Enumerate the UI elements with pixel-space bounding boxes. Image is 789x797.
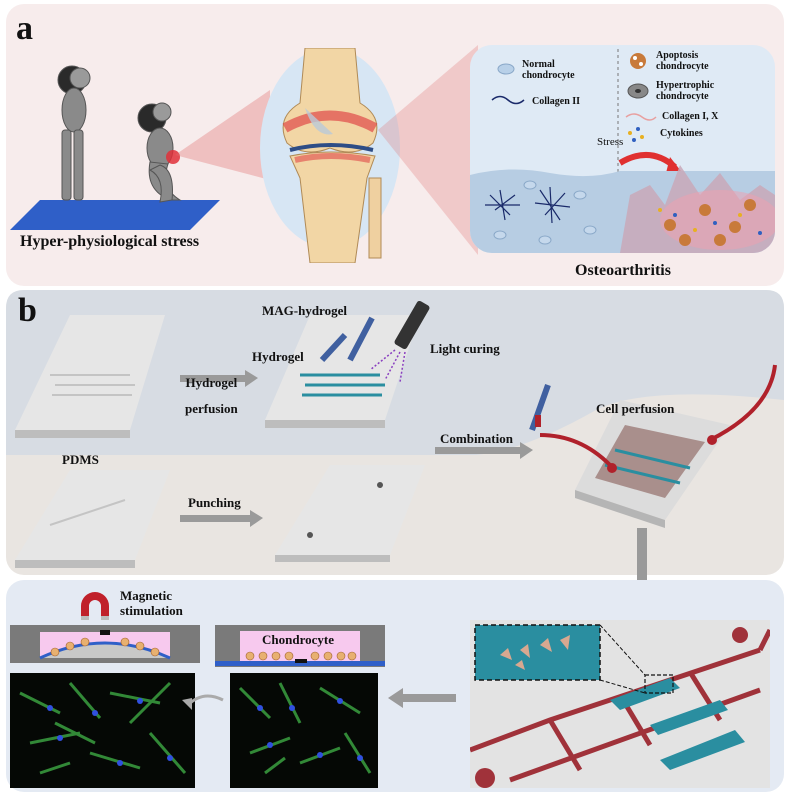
- chondrocyte-label: Chondrocyte: [262, 632, 334, 647]
- legend-cytokines: Cytokines: [660, 128, 703, 139]
- legend-hypertrophic-chondrocyte: Hypertrophic chondrocyte: [656, 80, 715, 102]
- curved-arrow: [182, 694, 224, 710]
- cartilage-detail-box: Normal chondrocyte Collagen II Apoptosis…: [470, 45, 775, 253]
- focus-beam-right: [378, 45, 478, 255]
- punched-pdms-plate: [275, 465, 425, 562]
- light-curing-label: Light curing: [430, 341, 500, 356]
- pdms-label: PDMS: [62, 452, 99, 467]
- meniscus: [289, 143, 374, 152]
- normal-chondrocyte-icon: [497, 63, 515, 75]
- panel-a-letter: a: [16, 10, 33, 47]
- squat-illustration: [10, 65, 220, 230]
- cell-perfusion-label: Cell perfusion: [596, 401, 675, 416]
- assembled-chip: [539, 364, 777, 528]
- syringe-icons: [319, 316, 551, 432]
- standing-figure: [57, 65, 91, 201]
- focus-beam-left: [175, 90, 270, 180]
- femur: [282, 48, 378, 153]
- legend-apoptosis-chondrocyte: Apoptosis chondrocyte: [656, 50, 709, 72]
- hydrogel-perfusion-label: Hydrogel perfusion: [185, 375, 238, 416]
- legend-collagen-ii: Collagen II: [532, 96, 581, 107]
- hydrogel-filled-chip: [265, 315, 420, 428]
- magnet-icon: [81, 592, 109, 620]
- pdms-channel-chip-blank: [15, 315, 165, 438]
- cytokines-icon: [628, 127, 644, 142]
- tibia: [289, 151, 376, 263]
- inflamed-tibia: [294, 153, 371, 163]
- light-curing-lamp-icon: [369, 300, 430, 383]
- legend-normal-chondrocyte: Normal chondrocyte: [522, 59, 575, 81]
- fluorescence-image-control: [230, 673, 378, 788]
- hydrogel-label: Hydrogel: [252, 349, 304, 364]
- punching-label: Punching: [188, 495, 241, 510]
- magnetic-device-diagram: [10, 625, 200, 663]
- chip-plates: [15, 300, 777, 568]
- stress-label: Stress: [597, 136, 624, 148]
- combination-label: Combination: [440, 431, 513, 446]
- fibula: [368, 177, 382, 259]
- fluorescence-image-stimulated: [10, 673, 195, 788]
- channel-closeup: [470, 620, 770, 788]
- hyper-physiological-stress-label: Hyper-physiological stress: [20, 233, 200, 250]
- process-arrows: [180, 370, 533, 527]
- apoptosis-chondrocyte-icon: [630, 53, 646, 69]
- inflamed-cartilage: [282, 110, 378, 133]
- arrow-left: [388, 688, 456, 708]
- cartilage-scene: [470, 49, 775, 253]
- pdms-base-plate: [15, 470, 170, 568]
- osteoarthritis-label: Osteoarthritis: [575, 262, 671, 279]
- panel-b-letter: b: [18, 292, 37, 329]
- chondrocyte-device-diagram: [215, 625, 385, 667]
- mag-hydrogel-label: MAG-hydrogel: [262, 303, 347, 318]
- collagen-i-x-icon: [625, 113, 657, 121]
- knee-highlight: [166, 150, 180, 164]
- legend-collagen-i-x: Collagen I, X: [662, 111, 719, 122]
- magnetic-stimulation-label: Magnetic stimulation: [120, 588, 183, 618]
- exercise-mat: [10, 200, 220, 230]
- stress-arrow: [618, 152, 677, 170]
- collagen-ii-icon: [491, 95, 525, 105]
- knee-joint-illustration: [260, 48, 400, 263]
